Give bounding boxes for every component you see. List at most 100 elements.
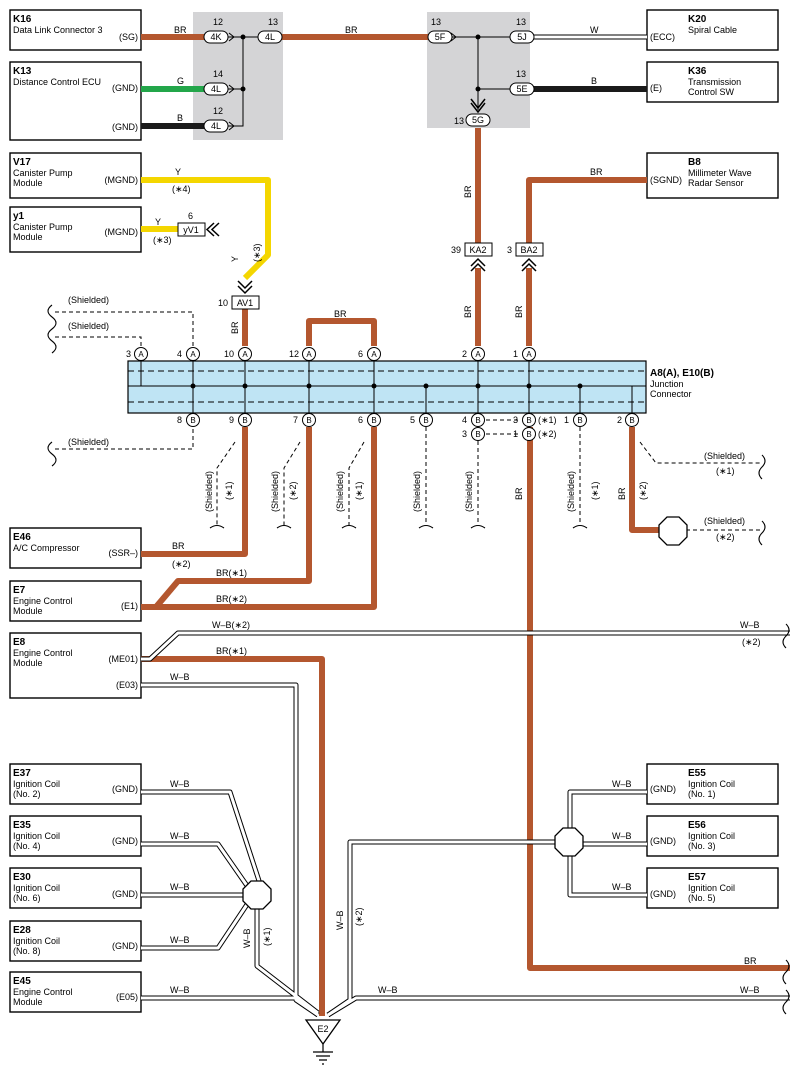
connector-BA2: BA2 3: [507, 242, 544, 272]
component-E35: E35 Ignition Coil (No. 4) (GND): [9, 815, 142, 857]
component-code: B8: [688, 157, 701, 168]
component-code: K13: [13, 66, 32, 77]
wire-br-e8-e2: [141, 656, 325, 1016]
component-code: E55: [688, 768, 706, 779]
component-K16: K16 Data Link Connector 3 (SG): [9, 9, 142, 51]
pin-letter: A: [306, 350, 312, 359]
note-label: (∗1): [224, 481, 234, 500]
component-name: Module: [13, 178, 43, 188]
note-label: (∗1): [716, 466, 735, 476]
pin-number: 12: [213, 106, 223, 116]
note-label: (∗4): [172, 184, 191, 194]
terminal-label: (GND): [112, 784, 138, 794]
component-name: Transmission: [688, 77, 741, 87]
chevron-left-icon: [205, 222, 220, 237]
connector-5J: 5J: [509, 30, 535, 44]
connector-5E: 5E: [509, 82, 535, 96]
wire-color-label: W: [590, 25, 599, 35]
ground-label: E2: [317, 1024, 328, 1034]
component-K13: K13 Distance Control ECU (GND) (GND): [9, 61, 142, 141]
connector-label: BA2: [520, 245, 537, 255]
pin-letter: A: [371, 350, 377, 359]
connector-4L-mid: 4L: [203, 82, 229, 96]
wire-color-label: BR(∗1): [216, 646, 247, 656]
component-code: K16: [13, 14, 32, 25]
terminal-label: (GND): [112, 83, 138, 93]
wire-br-b9-e46: [141, 427, 248, 557]
splice-octagon-left: [242, 880, 272, 910]
wire-br-b8-ba2: [526, 177, 647, 243]
pin-letter: B: [526, 416, 531, 425]
pin-number: 5: [410, 415, 415, 425]
pin-number: 6: [358, 349, 363, 359]
wire-color-label: W–B: [740, 620, 760, 630]
shielded-label: (Shielded): [704, 451, 745, 461]
wire-color-label: BR: [345, 25, 358, 35]
terminal-label: (GND): [112, 836, 138, 846]
component-name: Radar Sensor: [688, 178, 744, 188]
component-name: Ignition Coil: [688, 779, 735, 789]
component-name: Control SW: [688, 87, 735, 97]
pin-number: 6: [188, 211, 193, 221]
pin-number: 3: [126, 349, 131, 359]
wire-color-label: W–B: [170, 672, 190, 682]
wire-color-label: W–B: [335, 910, 345, 930]
component-code: E8: [13, 637, 26, 648]
component-name: Millimeter Wave: [688, 168, 752, 178]
chevron-down-icon: [237, 280, 253, 295]
component-E55: E55 Ignition Coil (No. 1) (GND): [646, 763, 779, 805]
connector-label: 5J: [517, 32, 527, 42]
component-name: A/C Compressor: [13, 543, 80, 553]
pin-number: 4: [462, 415, 467, 425]
component-code: K36: [688, 66, 707, 77]
splice-point: [240, 34, 246, 40]
junction-connector: A8(A), E10(B) Junction Connector: [127, 360, 714, 414]
connector-4L-bottom: 4L: [203, 119, 229, 133]
pin-number: 13: [516, 17, 526, 27]
note-label: (∗2): [742, 637, 761, 647]
terminal-label: (E): [650, 83, 662, 93]
component-E57: E57 Ignition Coil (No. 5) (GND): [646, 867, 779, 909]
component-code: E37: [13, 768, 31, 779]
shielded-label: (Shielded): [566, 471, 576, 512]
component-name: (No. 2): [13, 789, 41, 799]
chevron-up-icon: [521, 257, 537, 272]
wire-br-b1-right: [527, 427, 790, 971]
pin-number: 13: [454, 116, 464, 126]
terminal-label: (SSR–): [108, 548, 138, 558]
pin-number: 1: [564, 415, 569, 425]
note-label: (∗2): [538, 429, 557, 439]
wires-colored: [141, 34, 790, 1016]
component-name: Engine Control: [13, 987, 73, 997]
component-name: Ignition Coil: [13, 936, 60, 946]
component-name: Ignition Coil: [688, 831, 735, 841]
pin-letter: A: [138, 350, 144, 359]
wire-color-label: W–B: [612, 779, 632, 789]
wire-labels: BR BR G B W B BR Y (∗4) Y (∗3) Y (∗3) BR…: [153, 25, 761, 995]
pin-number: 8: [177, 415, 182, 425]
note-label: (∗2): [288, 481, 298, 500]
wire-color-label: Y: [155, 217, 161, 227]
wire-color-label: BR(∗2): [216, 594, 247, 604]
pin-number: 14: [213, 69, 223, 79]
pin-letter: B: [475, 416, 480, 425]
component-name: Distance Control ECU: [13, 77, 101, 87]
pin-letter: A: [190, 350, 196, 359]
wire-color-label: B: [591, 76, 597, 86]
wire-color-label: Y: [230, 256, 240, 262]
pin-letter: A: [475, 350, 481, 359]
note-label: (∗1): [590, 481, 600, 500]
component-K20: K20 Spiral Cable (ECC): [646, 9, 779, 51]
connector-label: 4K: [210, 32, 221, 42]
pin-number: 3: [507, 245, 512, 255]
wire-color-label: W–B: [378, 985, 398, 995]
wire-color-label: BR: [617, 487, 627, 500]
wire-color-label: W–B: [170, 779, 190, 789]
terminal-label: (GND): [112, 889, 138, 899]
component-y1: y1 Canister Pump Module (MGND): [9, 206, 142, 253]
pin-number: 3: [462, 429, 467, 439]
note-label: (∗1): [354, 481, 364, 500]
component-name: Module: [13, 997, 43, 1007]
shielded-labels: (Shielded) (Shielded) (Shielded) (Shield…: [68, 295, 745, 542]
ground-icon: [313, 1044, 333, 1065]
